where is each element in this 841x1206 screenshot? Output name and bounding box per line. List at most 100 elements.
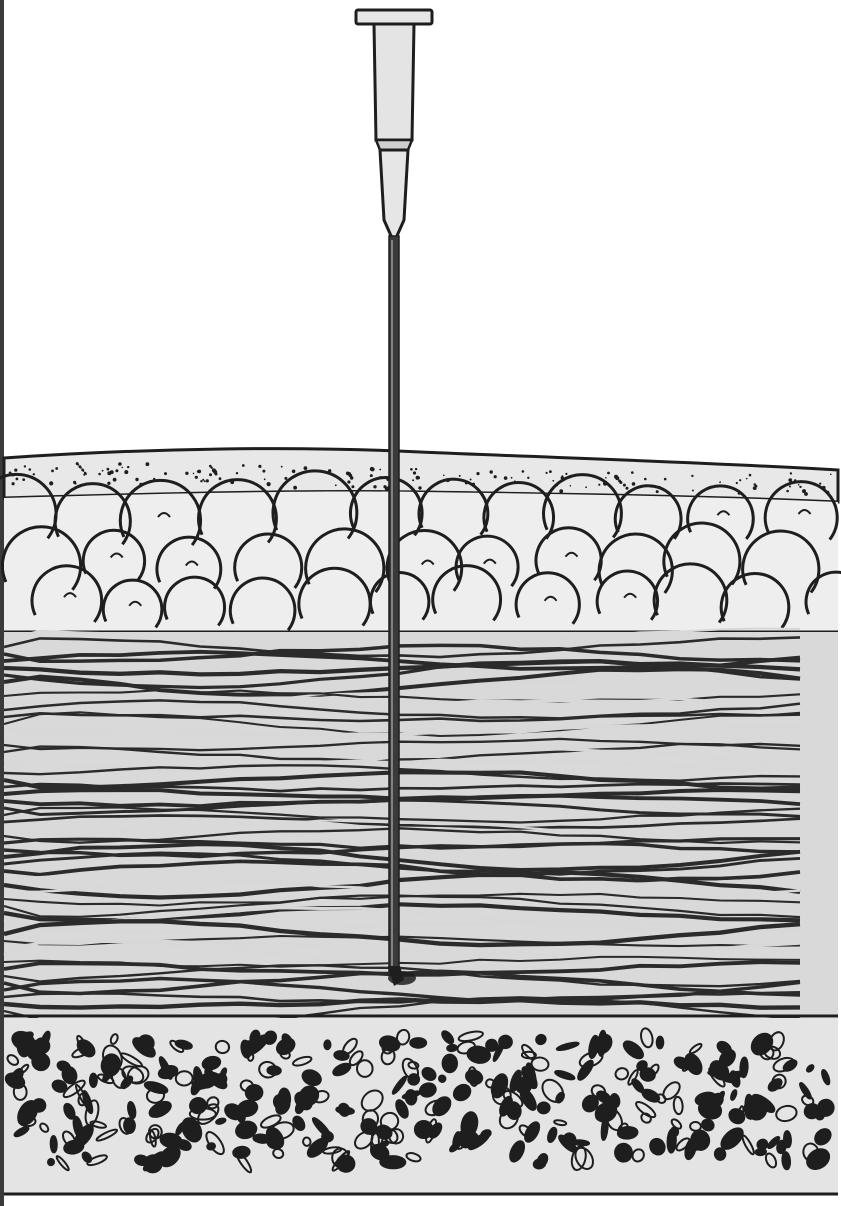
epidermis-dot: [262, 470, 265, 473]
epidermis-dot: [293, 486, 297, 490]
epidermis-dot: [607, 472, 610, 475]
epidermis-dot: [193, 473, 195, 475]
epidermis-dot: [51, 470, 54, 473]
epidermis-dot: [719, 481, 721, 483]
epidermis-dot: [370, 467, 374, 471]
epidermis-dot: [418, 486, 421, 489]
epidermis-dot: [522, 470, 525, 473]
bone-pore: [267, 1066, 281, 1075]
bone-pore: [245, 1084, 263, 1101]
epidermis-dot: [110, 470, 114, 474]
bone-pore: [671, 1127, 679, 1137]
epidermis-dot: [549, 470, 552, 473]
epidermis-dot: [213, 470, 217, 474]
epidermis-dot: [122, 467, 124, 469]
epidermis-dot: [789, 486, 791, 488]
epidermis-dot: [443, 475, 445, 477]
epidermis-dot: [552, 480, 554, 482]
bone-pore: [714, 1147, 726, 1160]
epidermis-dot: [29, 468, 32, 471]
epidermis-dot: [830, 474, 832, 476]
epidermis-dot: [644, 478, 647, 481]
epidermis-dot: [417, 476, 420, 479]
epidermis-dot: [164, 472, 167, 475]
epidermis-dot: [349, 474, 353, 478]
epidermis-dot: [413, 471, 416, 474]
bone-pore: [50, 1136, 57, 1153]
epidermis-dot: [753, 486, 757, 490]
epidermis-dot: [790, 472, 792, 474]
bone-pore: [443, 1055, 457, 1073]
epidermis-dot: [626, 487, 629, 490]
epidermis-dot: [102, 470, 104, 472]
epidermis-dot: [107, 482, 110, 485]
epidermis-dot: [124, 470, 128, 474]
needle-hub: [356, 10, 432, 238]
epidermis-dot: [746, 478, 748, 480]
epidermis-dot: [805, 492, 807, 494]
epidermis-dot: [107, 468, 110, 471]
epidermis-dot: [798, 484, 800, 486]
bone-pore: [755, 1149, 766, 1156]
bone-pore: [34, 1038, 50, 1054]
epidermis-dot: [195, 476, 198, 479]
bone-pore: [410, 1038, 426, 1048]
epidermis-dot: [565, 473, 567, 475]
epidermis-dot: [412, 479, 414, 481]
epidermis-dot: [619, 481, 622, 484]
epidermis-dot: [204, 480, 206, 482]
epidermis-dot: [415, 468, 417, 470]
epidermis-dot: [799, 486, 801, 488]
epidermis-dot: [12, 482, 15, 485]
muscle-layer: [4, 629, 838, 1023]
epidermis-dot: [146, 462, 150, 466]
epidermis-dot: [83, 474, 85, 476]
epidermis-dot: [656, 490, 659, 493]
epidermis-dot: [22, 478, 25, 481]
bone-pore: [447, 1044, 457, 1051]
epidermis-dot: [242, 464, 245, 467]
epidermis-dot: [819, 483, 821, 485]
epidermis-dot: [284, 477, 287, 480]
epidermis-dot: [258, 465, 261, 468]
epidermis-dot: [209, 473, 212, 476]
epidermis-dot: [749, 474, 752, 477]
epidermis-dot: [24, 465, 26, 467]
needle-shaft: [389, 236, 399, 972]
epidermis-dot: [200, 480, 202, 482]
epidermis-dot: [206, 479, 209, 482]
epidermis-dot: [292, 470, 296, 474]
bone-pore: [537, 1102, 550, 1114]
bone-pore: [740, 1057, 748, 1077]
bone-pore: [405, 1090, 417, 1105]
epidermis-dot: [459, 475, 461, 477]
epidermis-dot: [585, 486, 587, 488]
epidermis-dot: [379, 469, 381, 471]
epidermis-dot: [546, 472, 548, 474]
epidermis-dot: [80, 467, 82, 469]
epidermis-dot: [494, 475, 497, 478]
epidermis-dot: [85, 473, 87, 475]
bone-pore: [782, 1152, 791, 1170]
bone-pore: [321, 1131, 333, 1142]
epidermis-dot: [410, 468, 413, 471]
bone-pore: [657, 1037, 664, 1049]
epidermis-dot: [74, 482, 76, 484]
epidermis-dot: [373, 485, 376, 488]
bone-pore: [614, 1143, 632, 1162]
epidermis-dot: [347, 480, 350, 483]
epidermis-dot: [219, 477, 222, 480]
epidermis-dot: [211, 467, 213, 469]
epidermis-dot: [527, 477, 529, 479]
epidermis-dot: [127, 466, 129, 468]
epidermis-dot: [739, 479, 741, 481]
epidermis-dot: [470, 479, 472, 481]
epidermis-dot: [559, 489, 563, 493]
bone-pore: [324, 1040, 331, 1049]
epidermis-dot: [267, 482, 271, 486]
epidermis-dot: [351, 485, 354, 488]
epidermis-dot: [598, 484, 600, 486]
epidermis-dot: [83, 470, 85, 472]
epidermis-dot: [605, 477, 607, 479]
